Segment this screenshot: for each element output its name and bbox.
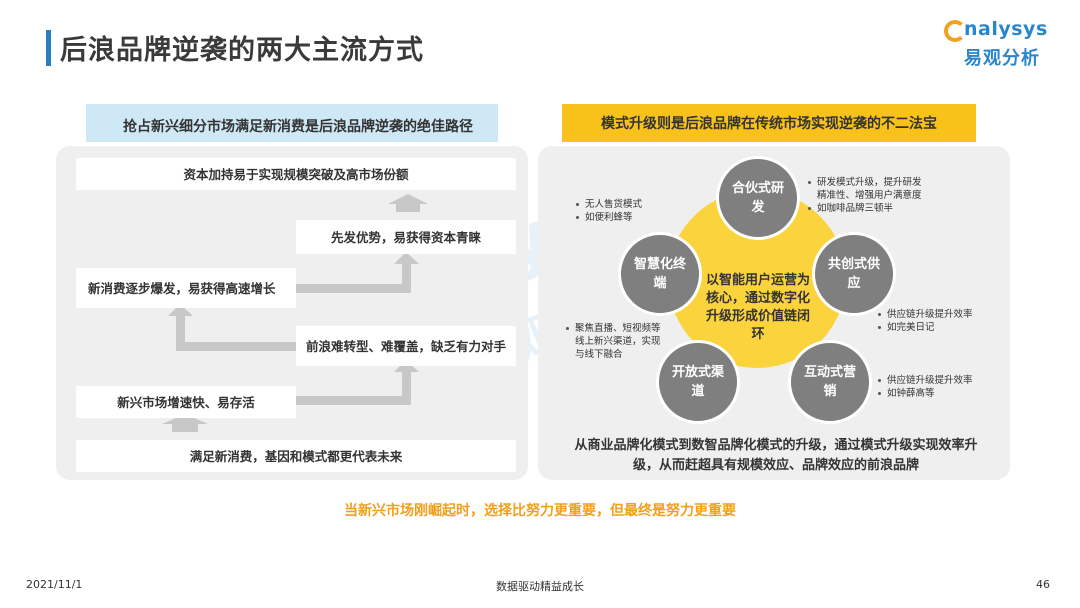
node-open-channel: 开放式渠道 [656,340,740,424]
node-interactive-marketing: 互动式营销 [788,340,872,424]
arrow-up-4 [394,252,419,264]
step-market: 新兴市场增速快、易存活 [76,386,296,418]
note-partner-rd: 研发模式升级，提升研发 精准性、增强用户满意度 如咖啡品牌三顿半 [808,176,922,215]
page-title: 后浪品牌逆袭的两大主流方式 [60,35,424,66]
footer-slogan: 数据驱动精益成长 [496,580,584,593]
bar-explode-right [296,284,406,293]
node-co-supply: 共创式供应 [812,232,896,316]
node-smart-terminal: 智慧化终端 [618,232,702,316]
bar-diff-left [176,342,296,351]
left-header: 抢占新兴细分市场满足新消费是后浪品牌逆袭的绝佳路径 [123,119,473,135]
note-interactive-marketing: 供应链升级提升效率 如钟薛高等 [878,374,973,400]
bullet-icon [566,327,569,330]
step-explosion: 新消费逐步爆发，易获得高速增长 [76,268,296,308]
step-capital: 资本加持易于实现规模突破及高市场份额 [76,158,516,190]
note-co-supply: 供应链升级提升效率 如完美日记 [878,308,973,334]
bullet-icon [878,379,881,382]
conclusion-text: 当新兴市场刚崛起时，选择比努力更重要，但最终是努力更重要 [344,503,736,519]
bar-diff-up [176,314,185,351]
bullet-icon [808,207,811,210]
bar-market-right [296,396,406,405]
bullet-icon [878,392,881,395]
note-smart-terminal: 无人售货模式 如便利蜂等 [576,198,642,224]
logo-en-text: nalysys [964,18,1048,40]
arrow-up-1 [162,414,208,432]
left-panel [56,146,528,480]
center-text: 以智能用户运营为核心，通过数字化升级形成价值链闭环 [705,273,810,342]
analysys-logo: nalysys 易观分析 [944,18,1056,70]
step-first-mover: 先发优势，易获得资本青睐 [296,220,516,254]
page-number: 46 [1036,578,1050,591]
bullet-icon [576,216,579,219]
node-partner-rd: 合伙式研发 [716,156,800,240]
left-header-bg [86,104,498,142]
logo-cn-text: 易观分析 [964,48,1040,69]
note-open-channel: 聚焦直播、短视频等 线上新兴渠道，实现 与线下融合 [566,322,661,361]
bar-market-up [402,370,411,405]
bullet-icon [808,181,811,184]
right-header: 模式升级则是后浪品牌在传统市场实现逆袭的不二法宝 [601,116,937,132]
step-base: 满足新消费，基因和模式都更代表未来 [76,440,516,472]
title-accent-bar [46,30,51,66]
bullet-icon [576,203,579,206]
right-header-bg [562,104,976,142]
arrow-up-2 [394,360,419,372]
footer-date: 2021/11/1 [26,578,83,591]
logo-a-mark [944,20,966,42]
arrow-up-3 [168,304,193,316]
bullet-icon [878,313,881,316]
arrow-up-5 [388,194,428,212]
bullet-icon [878,326,881,329]
bar-explode-up [402,262,411,293]
right-summary: 从商业品牌化模式到数智品牌化模式的升级，通过模式升级实现效率升级，从而赶超具有规… [574,438,978,473]
step-difficulty: 前浪难转型、难覆盖，缺乏有力对手 [296,326,516,366]
